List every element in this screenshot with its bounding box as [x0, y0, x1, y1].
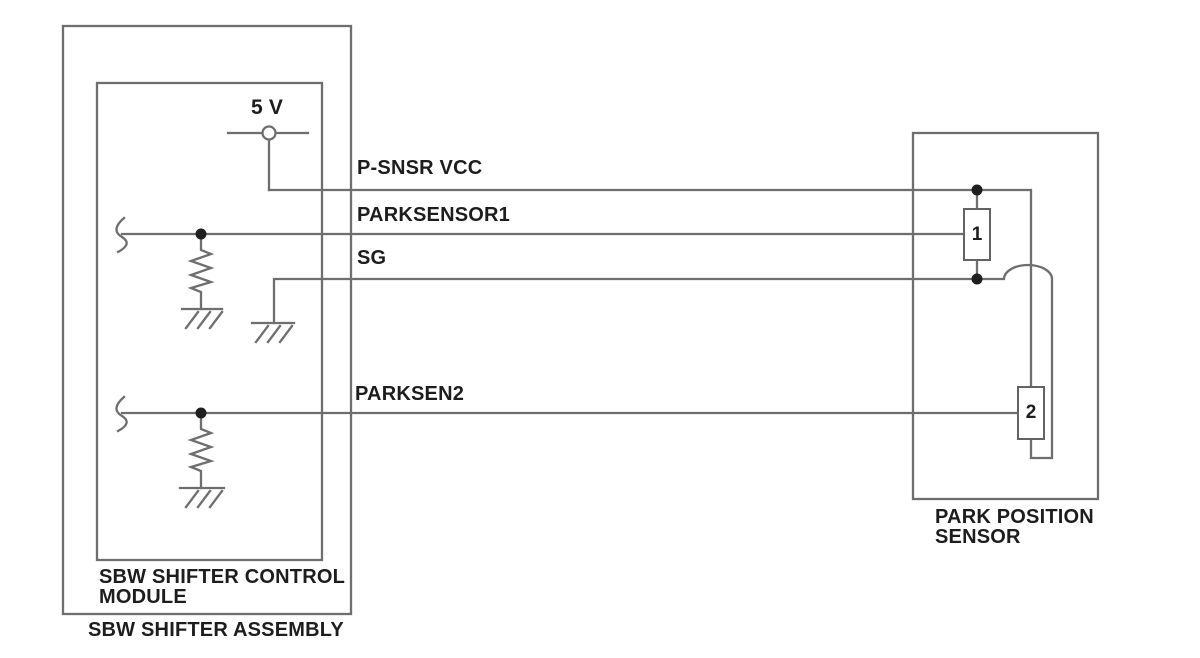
ground-symbol-sg: [250, 321, 296, 344]
module-label: SBW SHIFTER CONTROL MODULE: [99, 567, 345, 607]
label-parksen2: PARKSEN2: [355, 383, 465, 405]
junction-dot-sg: [971, 273, 983, 285]
sensor-label-line2: SENSOR: [935, 526, 1021, 548]
supply-5v-label: 5 V: [251, 96, 284, 119]
sensor-label-line1: PARK POSITION: [935, 506, 1094, 528]
assembly-label: SBW SHIFTER ASSEMBLY: [88, 619, 344, 641]
wire-break-squiggle-2: [115, 395, 128, 433]
component-2-box: 2: [1017, 386, 1045, 440]
wire-sg: [272, 263, 1054, 460]
sensor-box: [911, 131, 1100, 501]
sensor-label: PARK POSITION SENSOR: [935, 507, 1094, 547]
module-label-line2: MODULE: [99, 586, 187, 608]
component-1-box: 1: [963, 208, 991, 261]
ground-symbol-2: [178, 486, 226, 509]
module-label-line1: SBW SHIFTER CONTROL: [99, 566, 346, 588]
junction-dot-parksen2: [195, 407, 207, 419]
module-box: [95, 81, 324, 562]
junction-dot-parksensor1: [195, 228, 207, 240]
supply-terminal-icon: [261, 125, 277, 141]
wire-p-snsr-vcc: [267, 188, 1033, 388]
pulldown-resistor-2: [187, 411, 215, 490]
assembly-box: [61, 24, 353, 616]
label-parksensor1: PARKSENSOR1: [357, 204, 510, 226]
ground-symbol-1: [180, 307, 224, 330]
wire-break-squiggle-1: [115, 216, 128, 254]
label-p-snsr-vcc: P-SNSR VCC: [357, 157, 483, 179]
component-1-label: 1: [971, 223, 983, 245]
junction-dot-vcc: [971, 184, 983, 196]
pulldown-resistor-1: [187, 232, 215, 311]
label-sg: SG: [357, 247, 387, 269]
component-2-label: 2: [1025, 402, 1037, 423]
